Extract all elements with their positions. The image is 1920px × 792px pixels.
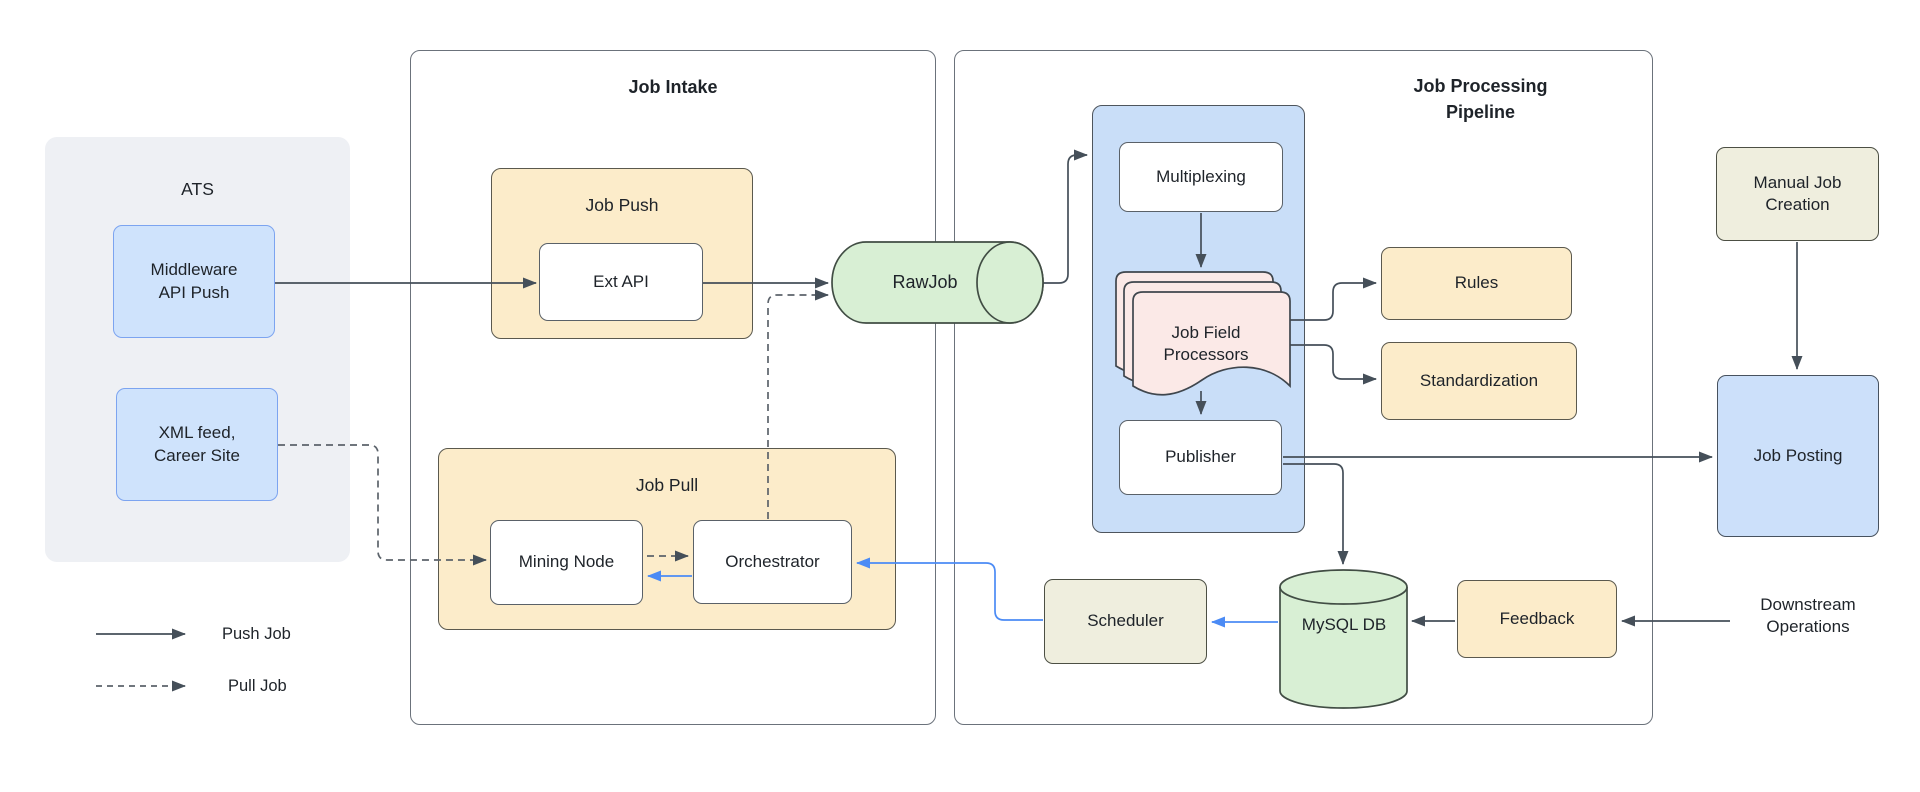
legend-pull-job: Pull Job bbox=[95, 673, 287, 699]
legend-pull-label: Pull Job bbox=[228, 676, 287, 695]
downstream-operations-label: Downstream Operations bbox=[1760, 595, 1856, 637]
arrow-publisher-to-mysql bbox=[1283, 463, 1349, 565]
multiplexing-label: Multiplexing bbox=[1156, 166, 1246, 186]
node-mining-node[interactable]: Mining Node bbox=[490, 520, 643, 605]
job-intake-title: Job Intake bbox=[628, 77, 718, 97]
feedback-label: Feedback bbox=[1499, 608, 1575, 628]
node-scheduler[interactable]: Scheduler bbox=[1044, 579, 1207, 664]
mysql-db-cylinder[interactable] bbox=[1279, 569, 1408, 709]
node-feedback[interactable]: Feedback bbox=[1457, 580, 1617, 658]
node-publisher[interactable]: Publisher bbox=[1119, 420, 1282, 495]
node-middleware-api-push[interactable]: Middleware API Push bbox=[113, 225, 275, 338]
publisher-label: Publisher bbox=[1165, 447, 1236, 467]
node-xml-feed-career-site[interactable]: XML feed, Career Site bbox=[116, 388, 278, 501]
arrow-rawjob-to-processing bbox=[1043, 149, 1088, 284]
orchestrator-label: Orchestrator bbox=[725, 551, 820, 571]
scheduler-label: Scheduler bbox=[1087, 611, 1164, 631]
node-manual-job-creation[interactable]: Manual Job Creation bbox=[1716, 147, 1879, 241]
arrow-scheduler-to-orchestrator bbox=[856, 557, 1043, 621]
arrow-orchestrator-to-rawjob bbox=[767, 289, 829, 519]
job-push-label: Job Push bbox=[585, 195, 659, 215]
node-standardization[interactable]: Standardization bbox=[1381, 342, 1577, 420]
node-job-posting[interactable]: Job Posting bbox=[1717, 375, 1879, 537]
job-pull-label: Job Pull bbox=[635, 475, 699, 495]
arrow-processors-to-rules bbox=[1290, 277, 1377, 321]
job-field-processors-stack[interactable] bbox=[1115, 271, 1291, 396]
rawjob-label: RawJob bbox=[892, 272, 958, 292]
mining-node-label: Mining Node bbox=[518, 552, 615, 572]
ext-api-label: Ext API bbox=[593, 271, 649, 291]
pipeline-title: Job Processing Pipeline bbox=[1413, 76, 1548, 123]
node-orchestrator[interactable]: Orchestrator bbox=[693, 520, 852, 604]
job-posting-label: Job Posting bbox=[1753, 445, 1843, 465]
middleware-label: Middleware API Push bbox=[150, 260, 238, 302]
arrow-processors-to-standardization bbox=[1290, 344, 1377, 385]
legend-push-job: Push Job bbox=[95, 621, 291, 647]
node-multiplexing[interactable]: Multiplexing bbox=[1119, 142, 1283, 212]
xml-feed-label: XML feed, Career Site bbox=[154, 423, 240, 465]
standardization-label: Standardization bbox=[1419, 370, 1539, 390]
pull-arrow-icon bbox=[96, 680, 186, 692]
rawjob-queue[interactable] bbox=[831, 241, 1044, 324]
legend-push-label: Push Job bbox=[222, 624, 291, 643]
mysql-db-label: MySQL DB bbox=[1301, 615, 1387, 634]
rules-label: Rules bbox=[1454, 273, 1499, 293]
ats-title: ATS bbox=[181, 179, 214, 199]
push-arrow-icon bbox=[96, 628, 186, 640]
node-rules[interactable]: Rules bbox=[1381, 247, 1572, 320]
node-ext-api[interactable]: Ext API bbox=[539, 243, 703, 321]
job-field-processors-label: Job Field Processors bbox=[1163, 323, 1249, 365]
manual-job-creation-label: Manual Job Creation bbox=[1753, 172, 1842, 214]
